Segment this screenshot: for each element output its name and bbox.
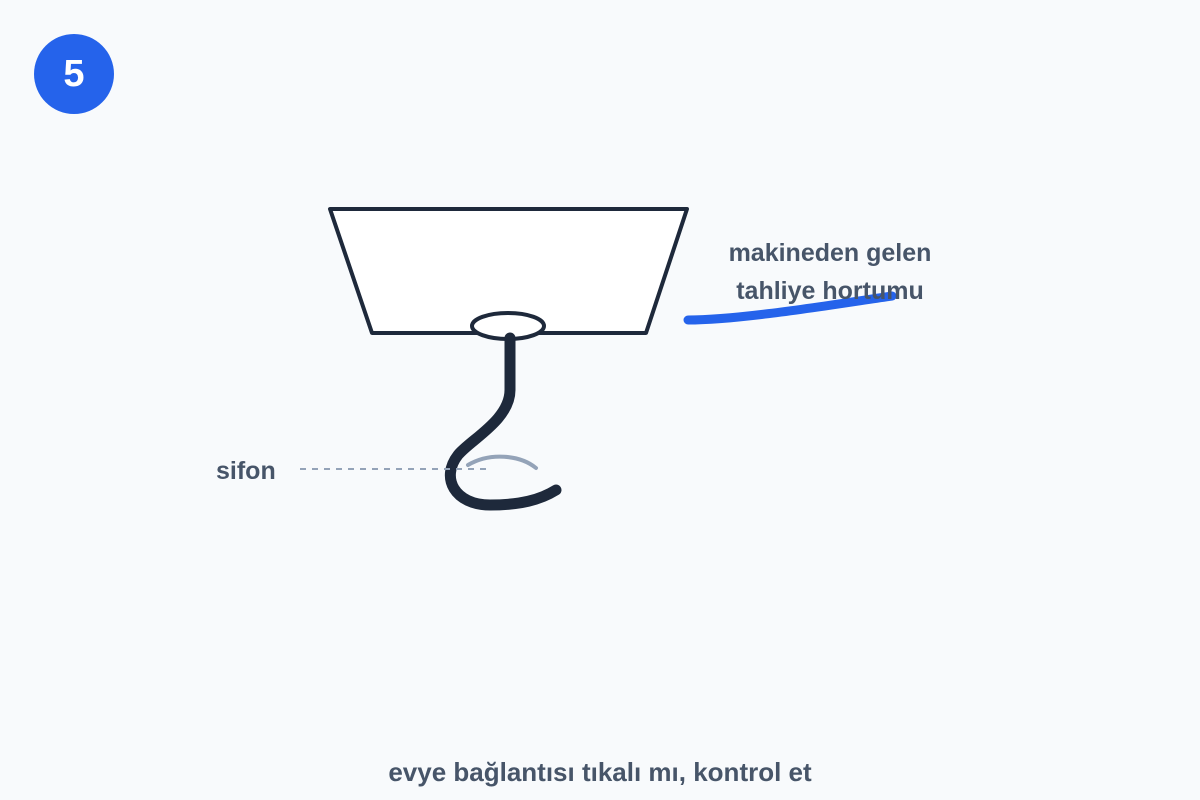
- siphon-label: sifon: [216, 457, 276, 485]
- drain-hose: [683, 291, 897, 325]
- sink-basin: [328, 207, 689, 335]
- step-number: 5: [63, 52, 85, 95]
- drain-hose-label-line2: tahliye hortumu: [736, 277, 924, 305]
- step-number-badge: 5: [34, 34, 114, 114]
- drain-hose-label-line1: makineden gelen: [728, 239, 932, 267]
- siphon-water-highlight: [466, 454, 538, 470]
- siphon-pipe: [444, 332, 562, 511]
- step-caption: evye bağlantısı tıkalı mı, kontrol et: [388, 757, 812, 787]
- drain-hose-label: makineden gelen tahliye hortumu: [690, 234, 970, 310]
